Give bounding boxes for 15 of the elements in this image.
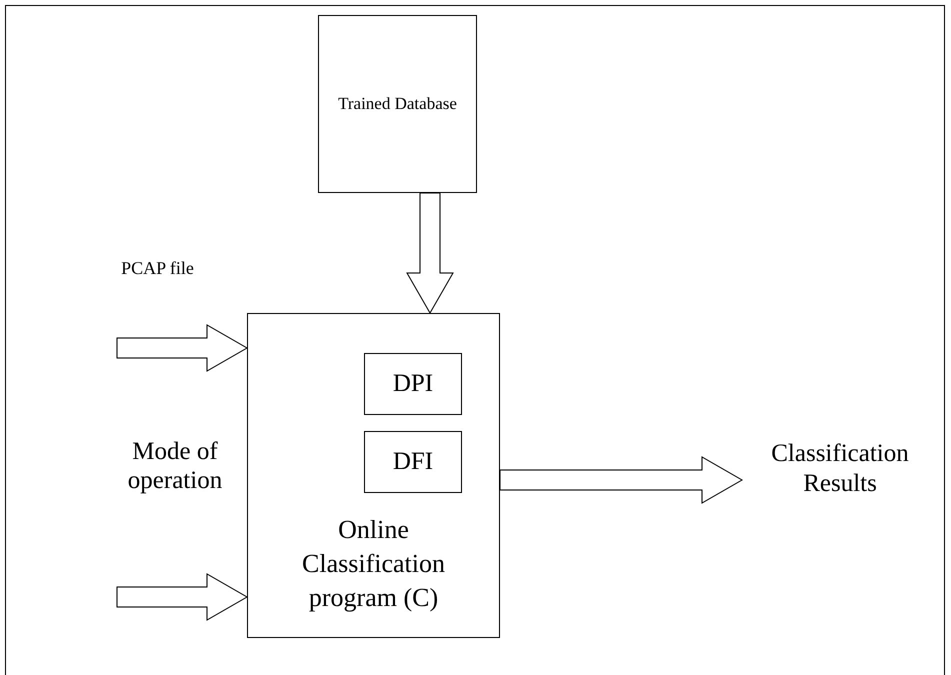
block-arrow bbox=[500, 456, 743, 504]
process-box bbox=[318, 15, 477, 193]
node-text: Classification Results bbox=[770, 439, 910, 499]
edge-label: PCAP file bbox=[120, 258, 195, 279]
block-arrow bbox=[116, 324, 248, 372]
edge-label: Mode of operation bbox=[126, 438, 224, 496]
process-box bbox=[364, 431, 462, 493]
block-arrow bbox=[406, 192, 454, 314]
block-arrow bbox=[116, 573, 248, 621]
node-text: Trained Database bbox=[338, 93, 457, 116]
node-text: Online Classification program (C) bbox=[301, 514, 446, 614]
node-text: DPI bbox=[392, 369, 434, 399]
process-box bbox=[364, 353, 462, 415]
process-box bbox=[247, 313, 500, 638]
node-text: DFI bbox=[392, 447, 434, 477]
